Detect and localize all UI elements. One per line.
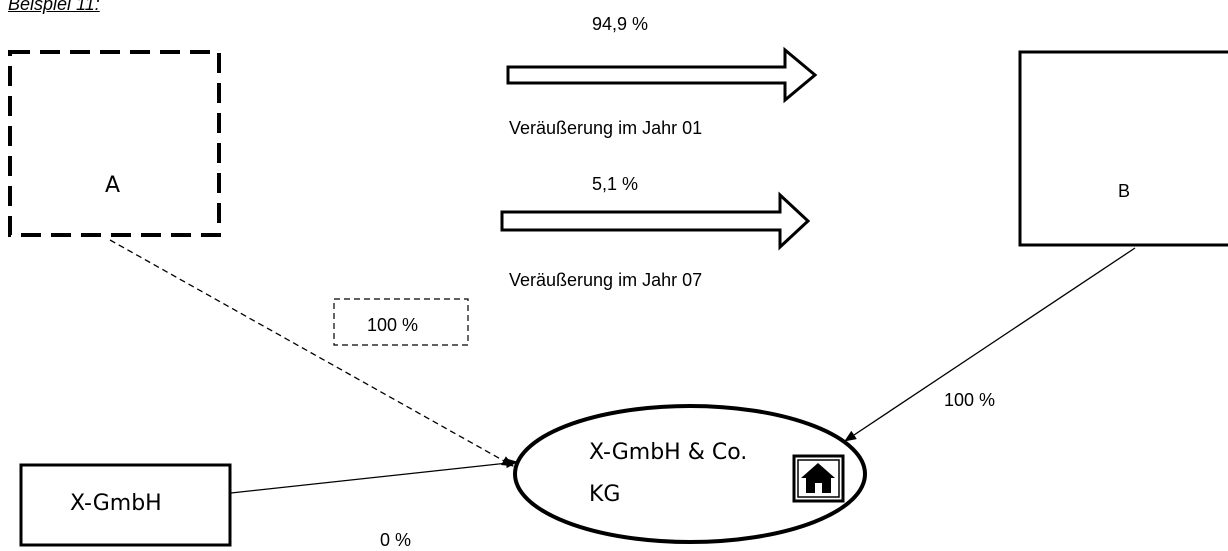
entity-a-label: A bbox=[105, 173, 121, 198]
house-icon bbox=[792, 454, 845, 503]
entity-xgmbh-label: X-GmbH bbox=[70, 491, 162, 516]
entity-a-box bbox=[8, 50, 221, 237]
transfer-1-percent: 94,9 % bbox=[592, 14, 649, 34]
share-label-xgmbh: 0 % bbox=[380, 530, 412, 550]
share-label-a: 100 % bbox=[367, 315, 419, 335]
entity-b-label: B bbox=[1118, 181, 1131, 201]
transfer-arrow-2 bbox=[500, 191, 811, 251]
entity-kg-label-line2: KG bbox=[589, 482, 621, 507]
transfer-1-caption: Veräußerung im Jahr 01 bbox=[509, 118, 703, 138]
connector-a-to-kg bbox=[109, 239, 514, 467]
transfer-arrow-1 bbox=[506, 46, 818, 104]
transfer-2-percent: 5,1 % bbox=[592, 174, 639, 194]
share-label-b: 100 % bbox=[944, 390, 996, 410]
entity-b-box bbox=[1018, 50, 1228, 247]
connector-b-to-kg bbox=[844, 247, 1136, 442]
share-label-box-a bbox=[333, 298, 469, 346]
transfer-2-caption: Veräußerung im Jahr 07 bbox=[509, 270, 703, 290]
entity-xgmbh-box bbox=[19, 463, 232, 547]
example-title: Beispiel 11: bbox=[8, 0, 100, 14]
entity-kg-label-line1: X-GmbH & Co. bbox=[589, 440, 748, 465]
connector-xgmbh-to-kg bbox=[230, 458, 518, 494]
entity-kg-ellipse bbox=[513, 404, 867, 544]
